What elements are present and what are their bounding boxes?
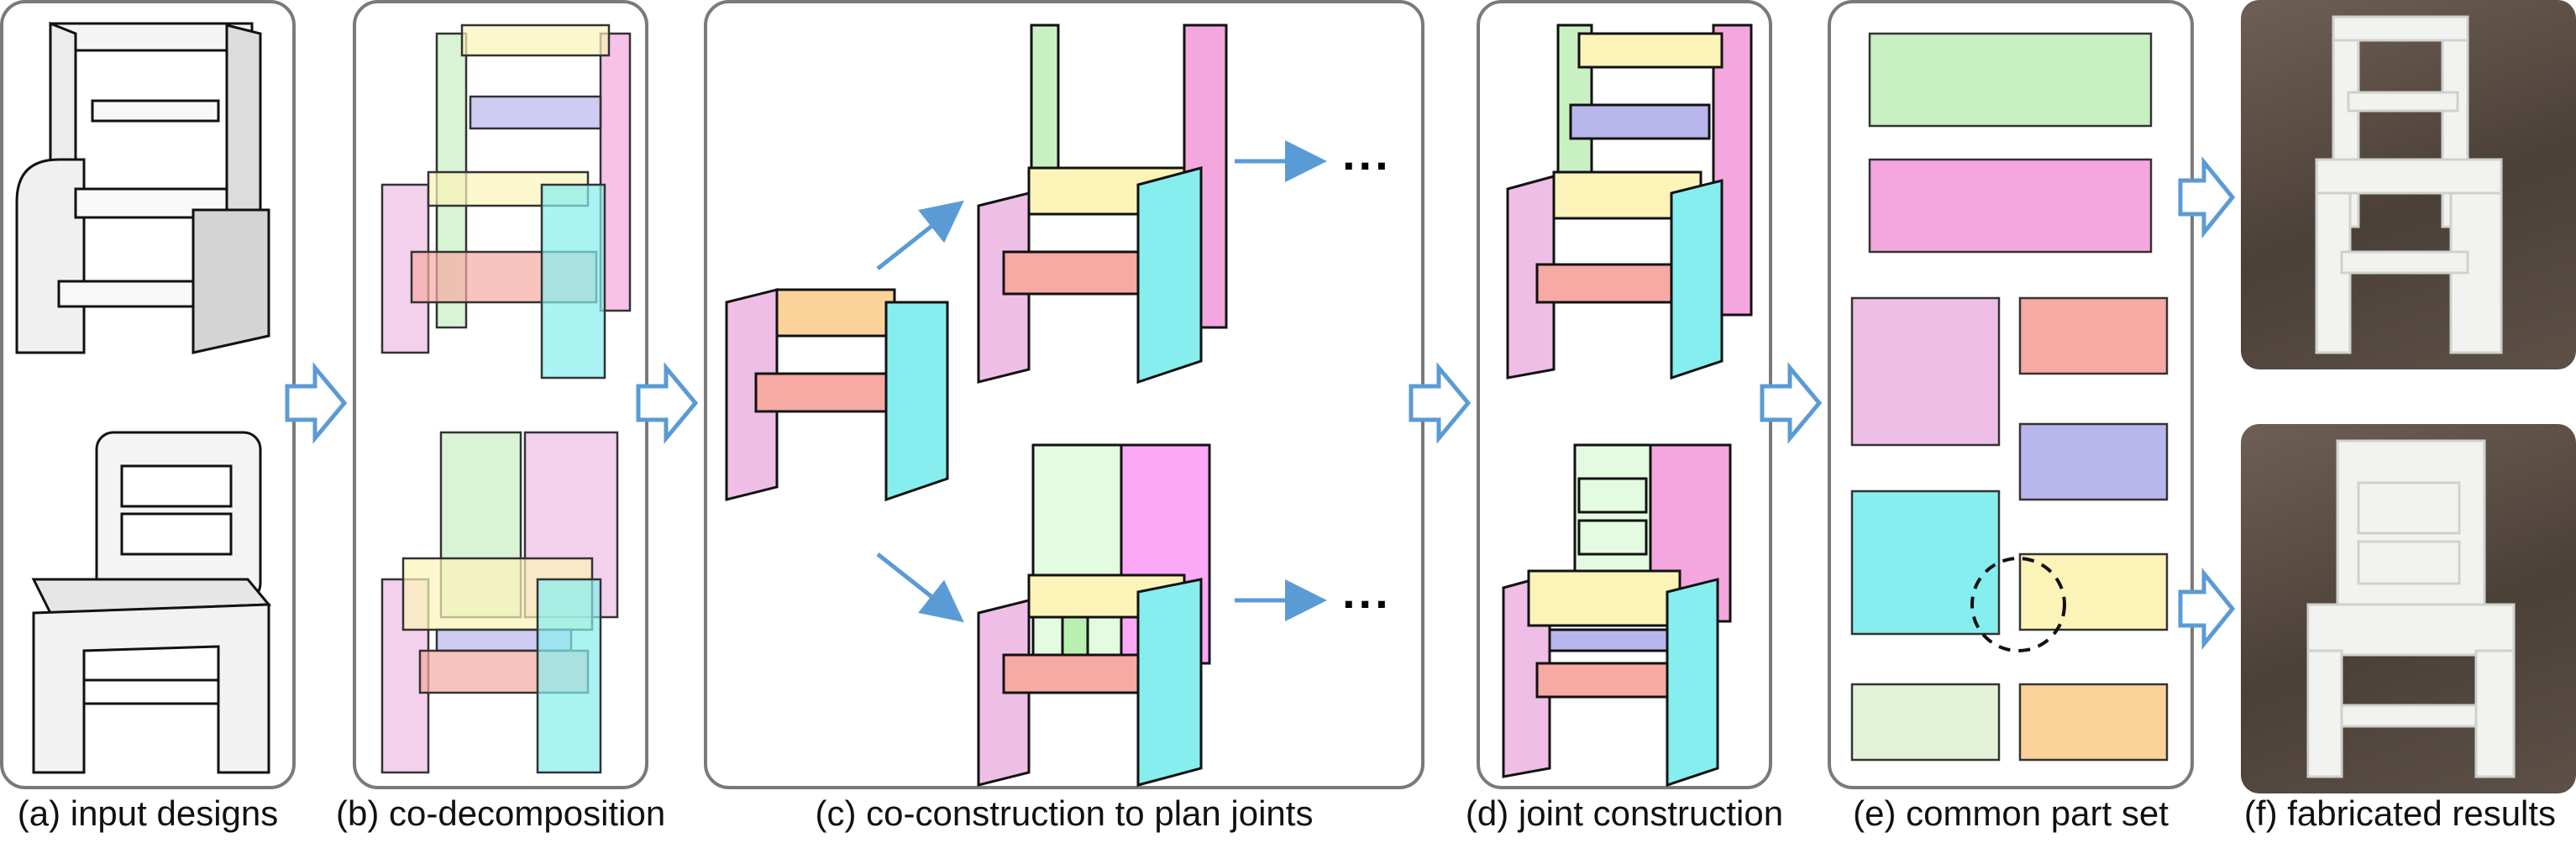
- caption-co-decomposition: (b) co-decomposition: [336, 793, 666, 833]
- arrow-c-to-d: [1409, 362, 1472, 444]
- caption-fabricated-results: (f) fabricated results: [2243, 793, 2557, 833]
- caption-joint-construction: (d) joint construction: [1465, 793, 1784, 833]
- arrow-e-to-f-top: [2178, 155, 2236, 239]
- joint-chair: [1502, 443, 1732, 788]
- fabricated-shelf-chair-illustration: [2315, 15, 2503, 354]
- construction-base: [725, 288, 949, 502]
- part-set: [1850, 32, 2169, 762]
- arrow-b-to-c: [636, 362, 699, 444]
- construction-chair-stage: [977, 443, 1211, 787]
- decomposed-chair: [380, 431, 619, 774]
- input-shelf-chair: [15, 21, 270, 354]
- construction-shelf-stage: [977, 24, 1228, 385]
- arrow-a-to-b: [285, 362, 348, 444]
- arrow-e-to-f-bottom: [2178, 567, 2236, 651]
- input-chair: [31, 431, 272, 774]
- caption-co-construction: (c) co-construction to plan joints: [815, 793, 1314, 833]
- photo-fabricated-shelf-chair: [2241, 0, 2576, 369]
- transition-arrows: [285, 155, 2236, 651]
- photo-fabricated-chair: [2241, 424, 2576, 793]
- arrow-d-to-e: [1760, 362, 1823, 444]
- ellipsis-top: ...: [1342, 127, 1392, 180]
- decomposed-shelf-chair: [380, 24, 632, 380]
- ellipsis-bottom: ...: [1342, 565, 1392, 618]
- fabricated-chair-illustration: [2306, 439, 2516, 778]
- caption-input-designs: (a) input designs: [17, 793, 279, 833]
- caption-common-part-set: (e) common part set: [1853, 793, 2169, 833]
- construction-arrows: [876, 140, 1327, 623]
- joint-shelf-chair: [1506, 24, 1753, 380]
